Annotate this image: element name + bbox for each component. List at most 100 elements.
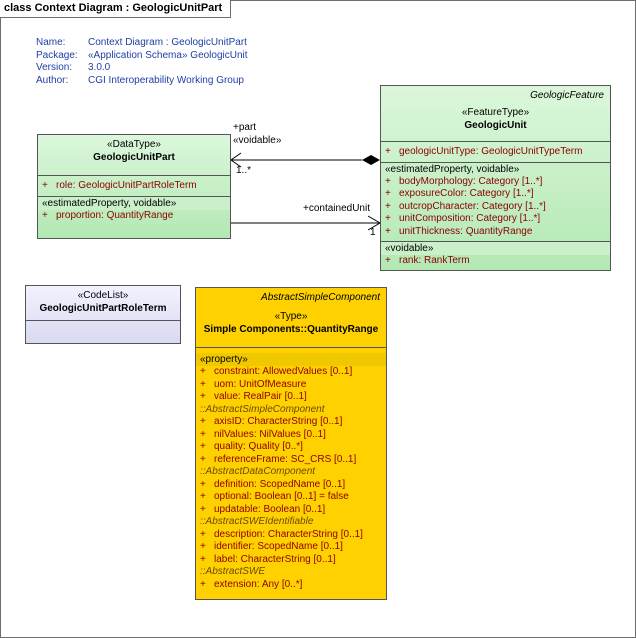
class-name: GeologicUnitPartRoleTerm (39, 303, 167, 314)
attribute-row[interactable]: + uom: UnitOfMeasure (196, 379, 386, 392)
visibility-marker: + (200, 453, 206, 465)
visibility-marker: + (42, 209, 48, 221)
attribute-text: identifier: ScopedName [0..1] (214, 541, 343, 552)
section-label: «estimatedProperty, voidable» (38, 196, 230, 210)
attribute-row[interactable]: +geologicUnitType: GeologicUnitTypeTerm (381, 146, 610, 159)
attribute-row[interactable]: + identifier: ScopedName [0..1] (196, 541, 386, 554)
attribute-text: rank: RankTerm (399, 255, 470, 266)
attribute-text: geologicUnitType: GeologicUnitTypeTerm (399, 146, 583, 157)
attribute-text: value: RealPair [0..1] (214, 391, 307, 402)
note-row: Name: Context Diagram : GeologicUnitPart (36, 37, 248, 50)
note-row: Package: «Application Schema» GeologicUni… (36, 50, 248, 63)
composition-arrowhead (230, 152, 242, 168)
attribute-text: bodyMorphology: Category [1..*] (399, 175, 543, 187)
visibility-marker: + (200, 378, 206, 390)
contained-unit-multiplicity-label: 1 (370, 227, 376, 238)
visibility-marker: + (200, 553, 206, 565)
attribute-row[interactable]: + bodyMorphology: Category [1..*] (381, 176, 610, 189)
note-key: Version: (36, 62, 73, 73)
attribute-row[interactable]: +extension: Any [0..*] (196, 579, 386, 592)
part-voidable-label: «voidable» (233, 135, 282, 146)
class-geologic-unit[interactable]: GeologicFeature «FeatureType» GeologicUn… (380, 85, 611, 271)
class-name: GeologicUnit (464, 120, 527, 131)
note-key: Package: (36, 49, 78, 61)
stereotype-label: «DataType» (107, 139, 161, 150)
attribute-row[interactable]: + outcropCharacter: Category [1..*] (381, 201, 610, 214)
visibility-marker: + (385, 175, 391, 187)
attribute-row[interactable]: + unitComposition: Category [1..*] (381, 213, 610, 226)
stereotype-label: «Type» (274, 311, 308, 322)
attribute-row[interactable]: +quality: Quality [0..*] (196, 441, 386, 454)
class-geologic-unit-part[interactable]: «DataType» GeologicUnitPart + role: Geolo… (37, 134, 231, 239)
attribute-text: label: CharacterString [0..1] (214, 553, 336, 565)
class-geologic-unit-part-role-term[interactable]: «CodeList» GeologicUnitPartRoleTerm (25, 285, 181, 344)
visibility-marker: + (385, 255, 391, 266)
note-value: «Application Schema» GeologicUnit (88, 49, 248, 61)
visibility-marker: + (385, 200, 391, 212)
attribute-text: role: GeologicUnitPartRoleTerm (56, 180, 197, 191)
class-name: Simple Components::QuantityRange (203, 324, 379, 335)
visibility-marker: + (200, 416, 206, 427)
note-key: Author: (36, 74, 69, 86)
visibility-marker: + (200, 578, 206, 590)
attribute-row[interactable]: +definition: ScopedName [0..1] (196, 479, 386, 492)
attribute-text: outcropCharacter: Category [1..*] (399, 200, 546, 212)
visibility-marker: + (200, 541, 206, 552)
attribute-row[interactable]: + axisID: CharacterString [0..1] (196, 416, 386, 429)
inherited-section-label: ::AbstractDataComponent (200, 466, 316, 477)
inherited-section-label: ::AbstractSWE (200, 566, 266, 577)
note-value: CGI Interoperability Working Group (88, 74, 244, 86)
attribute-row[interactable]: + label: CharacterString [0..1] (196, 554, 386, 567)
attribute-row[interactable]: +optional: Boolean [0..1] = false (196, 491, 386, 504)
note-row: Version: 3.0.0 (36, 62, 248, 75)
attribute-text: referenceFrame: SC_CRS [0..1] (214, 453, 357, 465)
visibility-marker: + (200, 503, 206, 515)
visibility-marker: + (42, 180, 48, 191)
section-label: «property» (196, 353, 386, 366)
class-name: GeologicUnitPart (93, 152, 175, 163)
attribute-text: axisID: CharacterString [0..1] (214, 416, 343, 427)
part-role-label: +part (233, 122, 257, 133)
attribute-row[interactable]: + description: CharacterString [0..1] (196, 529, 386, 542)
attribute-row[interactable]: + rank: RankTerm (381, 255, 610, 268)
attribute-row[interactable]: + role: GeologicUnitPartRoleTerm (38, 180, 230, 193)
parent-class-label: AbstractSimpleComponent (261, 292, 380, 303)
attribute-text: unitThickness: QuantityRange (399, 225, 533, 237)
visibility-marker: + (385, 188, 391, 199)
attribute-row[interactable]: + proportion: QuantityRange (38, 210, 230, 223)
visibility-marker: + (385, 213, 391, 224)
attribute-row[interactable]: + constraint: AllowedValues [0..1] (196, 366, 386, 379)
frame-title: class Context Diagram : GeologicUnitPart (0, 0, 232, 18)
attribute-text: updatable: Boolean [0..1] (214, 503, 326, 515)
attribute-row[interactable]: +value: RealPair [0..1] (196, 391, 386, 404)
contained-unit-role-label: +containedUnit (303, 203, 370, 214)
note-value: Context Diagram : GeologicUnitPart (88, 37, 247, 48)
attribute-text: uom: UnitOfMeasure (214, 378, 307, 390)
section-label: «estimatedProperty, voidable» (381, 162, 610, 176)
visibility-marker: + (200, 366, 206, 377)
attribute-row[interactable]: + updatable: Boolean [0..1] (196, 504, 386, 517)
parent-class-label: GeologicFeature (530, 90, 604, 101)
visibility-marker: + (200, 528, 206, 540)
stereotype-label: «CodeList» (77, 290, 129, 301)
attribute-text: constraint: AllowedValues [0..1] (214, 366, 353, 377)
attribute-row[interactable]: + unitThickness: QuantityRange (381, 226, 610, 239)
class-quantity-range[interactable]: AbstractSimpleComponent «Type» Simple Co… (195, 287, 387, 600)
attribute-text: description: CharacterString [0..1] (214, 528, 363, 540)
composition-diamond (362, 155, 380, 165)
visibility-marker: + (200, 491, 206, 502)
visibility-marker: + (200, 478, 206, 490)
attribute-row[interactable]: + referenceFrame: SC_CRS [0..1] (196, 454, 386, 467)
note-value: 3.0.0 (88, 62, 111, 73)
stereotype-label: «FeatureType» (461, 107, 530, 118)
attribute-text: quality: Quality [0..*] (214, 441, 303, 452)
attribute-text: unitComposition: Category [1..*] (399, 213, 541, 224)
attribute-row[interactable]: +exposureColor: Category [1..*] (381, 188, 610, 201)
visibility-marker: + (385, 225, 391, 237)
attribute-text: proportion: QuantityRange (56, 209, 174, 221)
inherited-section-label: ::AbstractSWEIdentifiable (200, 516, 314, 527)
note-key: Name: (36, 37, 66, 48)
attribute-row[interactable]: +nilValues: NilValues [0..1] (196, 429, 386, 442)
